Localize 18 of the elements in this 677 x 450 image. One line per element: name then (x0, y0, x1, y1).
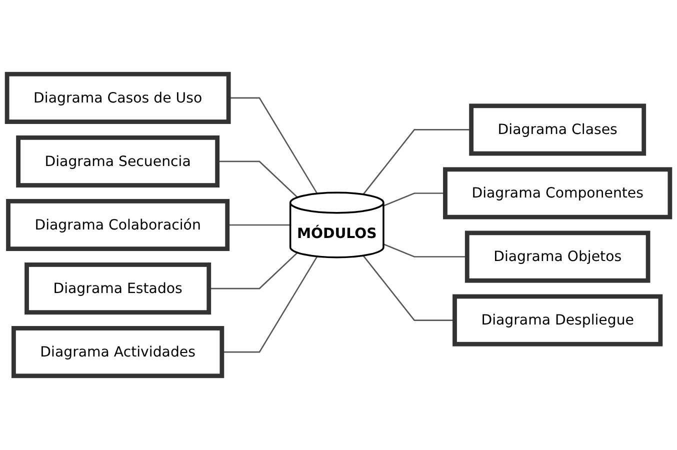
node-box: Diagrama Estados (24, 262, 212, 315)
node-box: Diagrama Objetos (464, 230, 650, 283)
connector (217, 160, 298, 198)
connector (383, 243, 468, 258)
node-box: Diagrama Componentes (443, 167, 672, 220)
connector (222, 256, 318, 353)
connector (362, 255, 455, 321)
node-box: Diagrama Secuencia (16, 135, 220, 188)
connector (362, 129, 472, 195)
connector (228, 97, 318, 194)
node-box: Diagrama Colaboración (6, 198, 230, 252)
node-box: Diagrama Despliegue (452, 294, 663, 346)
connector (227, 224, 290, 226)
connector (208, 252, 298, 290)
connector (383, 192, 446, 207)
node-box: Diagrama Clases (469, 104, 646, 156)
node-box: Diagrama Casos de Uso (4, 72, 231, 124)
node-box: Diagrama Actividades (12, 326, 224, 378)
